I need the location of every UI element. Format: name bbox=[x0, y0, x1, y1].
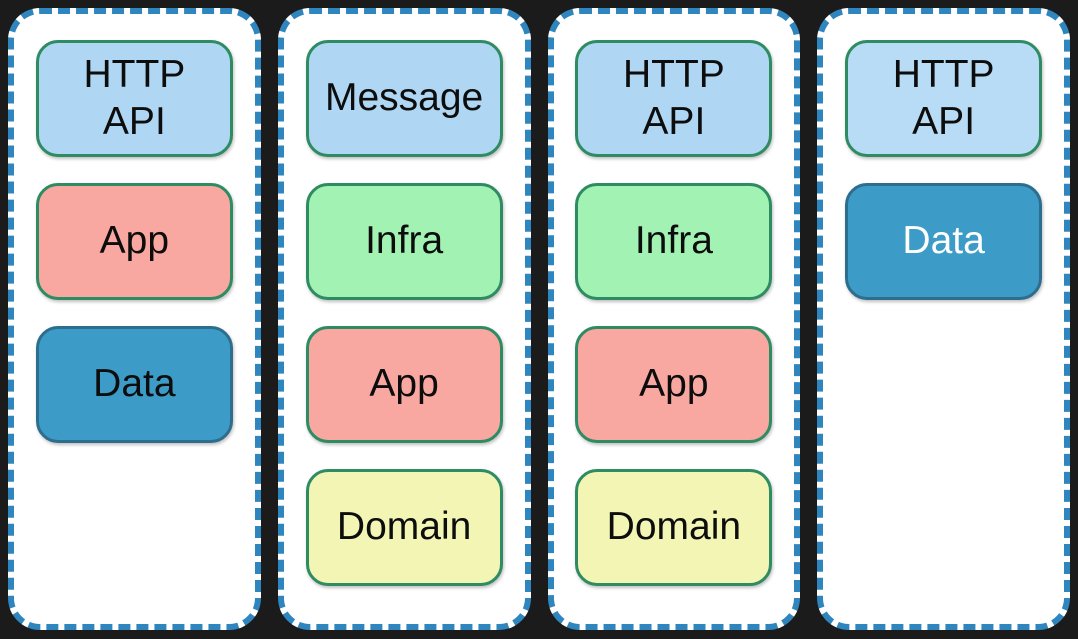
layer-box-domain: Domain bbox=[305, 469, 503, 586]
layer-column-4: HTTP API Data bbox=[817, 8, 1070, 630]
layer-box-infra: Infra bbox=[575, 183, 773, 300]
layer-box-app: App bbox=[305, 326, 503, 443]
layer-box-http-api: HTTP API bbox=[35, 40, 233, 157]
layer-box-domain: Domain bbox=[575, 469, 773, 586]
layer-box-app: App bbox=[35, 183, 233, 300]
layer-box-message: Message bbox=[305, 40, 503, 157]
layer-box-infra: Infra bbox=[305, 183, 503, 300]
layer-box-http-api: HTTP API bbox=[575, 40, 773, 157]
layer-box-data: Data bbox=[35, 326, 233, 443]
layer-box-http-api: HTTP API bbox=[845, 40, 1043, 157]
layer-box-app: App bbox=[575, 326, 773, 443]
layer-box-data: Data bbox=[845, 183, 1043, 300]
